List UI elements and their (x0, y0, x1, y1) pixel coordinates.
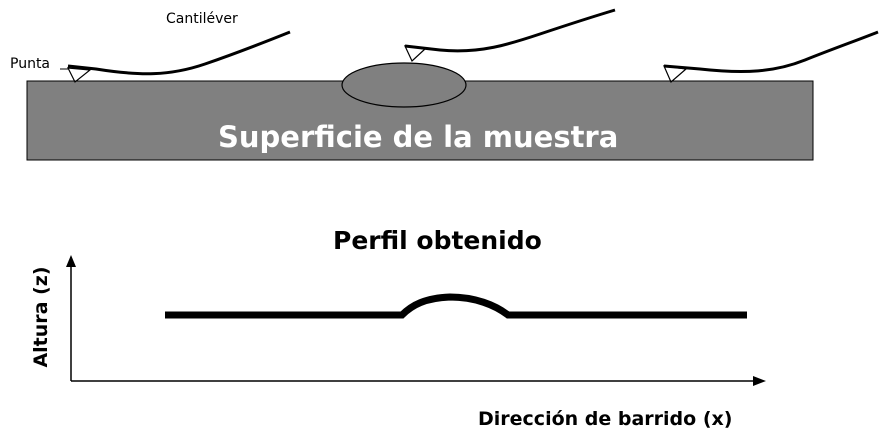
cantilever-middle (404, 8, 616, 53)
cantilever-label: Cantiléver (166, 11, 238, 27)
y-axis-label: Altura (z) (30, 266, 52, 368)
tip-left (66, 67, 92, 83)
profile-title: Perfil obtenido (333, 226, 542, 255)
tip-middle (403, 45, 427, 62)
x-axis-label: Dirección de barrido (x) (478, 408, 733, 430)
y-axis-arrow (66, 255, 76, 267)
tip-right (663, 65, 688, 83)
surface-bump (341, 62, 467, 108)
profile-line (165, 293, 747, 319)
surface-label: Superficie de la muestra (218, 120, 619, 154)
x-axis-arrow (753, 376, 766, 386)
cantilever-left (67, 30, 291, 76)
tip-label: Punta (10, 56, 51, 72)
cantilever-right (663, 30, 879, 74)
